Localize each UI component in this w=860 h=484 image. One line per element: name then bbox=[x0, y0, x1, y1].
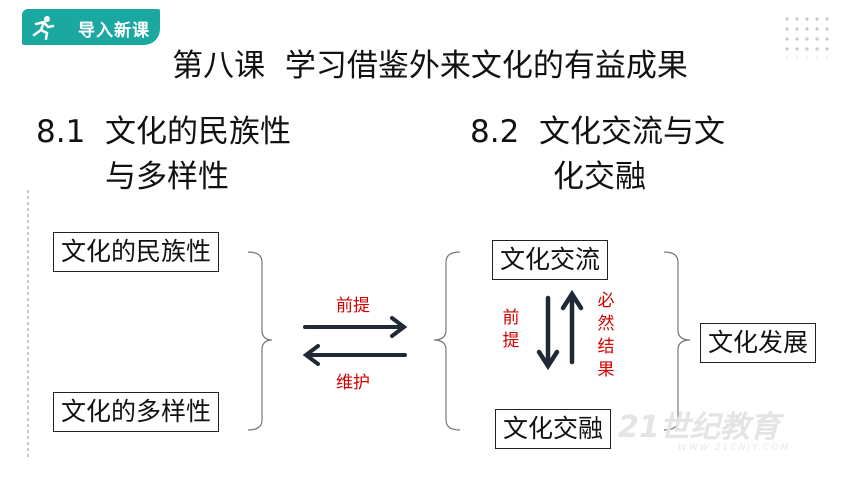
right-arrow bbox=[303, 316, 408, 338]
middle-bracket bbox=[433, 251, 461, 431]
left-arrow bbox=[302, 344, 407, 366]
section-1-heading-continued: 与多样性 bbox=[105, 159, 229, 195]
lesson-badge: 导入新课 bbox=[22, 9, 160, 45]
badge-label: 导入新课 bbox=[78, 21, 150, 41]
section-2-heading: 8.2 文化交流与文 bbox=[470, 114, 726, 150]
section-2-heading-continued: 化交融 bbox=[553, 159, 646, 195]
right-bracket bbox=[663, 251, 691, 431]
decorative-dotted-line bbox=[27, 190, 29, 460]
label-maintain: 维护 bbox=[336, 373, 370, 393]
box-cultural-blending: 文化交融 bbox=[495, 409, 612, 449]
watermark-logo: 21世纪教育 bbox=[618, 410, 780, 445]
box-cultural-exchange: 文化交流 bbox=[492, 240, 609, 280]
watermark-url: WWW.21CNJY.COM bbox=[678, 443, 791, 453]
box-cultural-diversity: 文化的多样性 bbox=[53, 392, 220, 432]
page-title: 第八课 学习借鉴外来文化的有益成果 bbox=[172, 48, 688, 84]
box-cultural-development: 文化发展 bbox=[700, 323, 817, 363]
runner-icon bbox=[32, 16, 55, 40]
box-cultural-nationality: 文化的民族性 bbox=[53, 232, 220, 272]
label-premise: 前提 bbox=[336, 296, 370, 316]
decorative-dot-grid bbox=[782, 14, 832, 58]
down-arrow bbox=[536, 295, 560, 371]
label-premise-vertical: 前提 bbox=[502, 308, 520, 351]
section-1-heading: 8.1 文化的民族性 bbox=[36, 114, 292, 150]
up-arrow bbox=[560, 289, 584, 365]
left-bracket bbox=[247, 251, 273, 431]
label-inevitable-result: 必然结果 bbox=[597, 291, 615, 380]
